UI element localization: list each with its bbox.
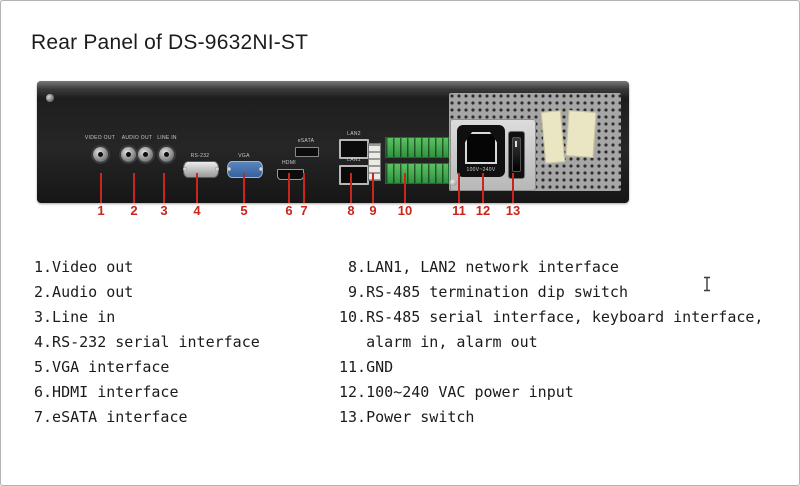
legend-item-3: 3.Line in [34,308,116,326]
legend-item-4: 4.RS-232 serial interface [34,333,260,351]
callout-line [404,173,406,203]
legend-item-11: 11.GND [339,358,394,376]
callout-number: 2 [130,203,138,218]
esata-port [295,147,319,157]
callout-number: 5 [240,203,248,218]
legend-item-12: 12.100~240 VAC power input [339,383,574,401]
legend-right-column: 8.LAN1, LAN2 network interface 9.RS-485 … [339,255,763,430]
line-in-label: LINE IN [157,135,177,141]
legend-item-10-continued: alarm in, alarm out [339,333,538,351]
text-cursor-icon [702,276,712,292]
callout-number: 12 [475,203,491,218]
callout-line [288,173,290,203]
legend-left-column: 1.Video out 2.Audio out 3.Line in 4.RS-2… [34,255,260,430]
callout-number: 10 [397,203,413,218]
callout-number: 4 [193,203,201,218]
callout-number: 13 [505,203,521,218]
callout-line [196,173,198,203]
label-sticker [565,110,597,158]
panel-top-edge [37,81,629,90]
legend-item-2: 2.Audio out [34,283,134,301]
legend-item-9: 9.RS-485 termination dip switch [339,283,628,301]
callout-number: 1 [97,203,105,218]
lan2-port [339,139,369,159]
lan1-label: LAN1 [347,157,361,163]
callout-number: 7 [300,203,308,218]
callout-line [100,173,102,203]
lan2-label: LAN2 [347,131,361,137]
vga-connector [227,161,263,178]
rear-panel-image: VIDEO OUT AUDIO OUT LINE IN RS-232 VGA H… [37,81,629,203]
page-title: Rear Panel of DS-9632NI-ST [31,31,309,54]
callout-line [372,173,374,203]
callout-line [303,173,305,203]
power-rating-label: 100V~240V [466,167,496,173]
legend-item-8: 8.LAN1, LAN2 network interface [339,258,619,276]
callout-number: 11 [452,203,466,218]
screw-icon [46,94,54,102]
legend-item-1: 1.Video out [34,258,134,276]
callout-line [458,173,460,203]
callout-line [243,173,245,203]
terminal-block-bottom [385,163,449,184]
callout-line [350,173,352,203]
lan1-port [339,165,369,185]
callout-line [512,173,514,203]
power-inlet [457,125,505,177]
vga-label: VGA [238,153,250,159]
callout-line [163,173,165,203]
callout-number: 6 [285,203,293,218]
line-in-connector [159,147,174,162]
audio-out-connector-2 [138,147,153,162]
rs232-db9-connector [183,161,219,178]
callout-line [482,173,484,203]
video-out-bnc-connector [93,147,108,162]
hdmi-port [277,169,304,180]
callout-line [133,173,135,203]
legend-item-6: 6.HDMI interface [34,383,179,401]
esata-label: eSATA [297,138,315,144]
video-out-label: VIDEO OUT [84,135,116,141]
rs232-label: RS-232 [190,153,210,159]
legend-item-7: 7.eSATA interface [34,408,188,426]
callout-number: 8 [347,203,355,218]
terminal-block-top [385,137,449,158]
legend-item-10: 10.RS-485 serial interface, keyboard int… [339,308,764,326]
callout-number: 3 [160,203,168,218]
legend-item-13: 13.Power switch [339,408,475,426]
power-switch [508,131,525,179]
audio-out-connector-1 [121,147,136,162]
hdmi-label: HDMI [282,160,296,166]
callout-number: 9 [369,203,377,218]
legend-item-5: 5.VGA interface [34,358,170,376]
rs485-dip-switch [368,143,381,181]
gnd-screw [450,179,457,186]
audio-out-label: AUDIO OUT [121,135,153,141]
